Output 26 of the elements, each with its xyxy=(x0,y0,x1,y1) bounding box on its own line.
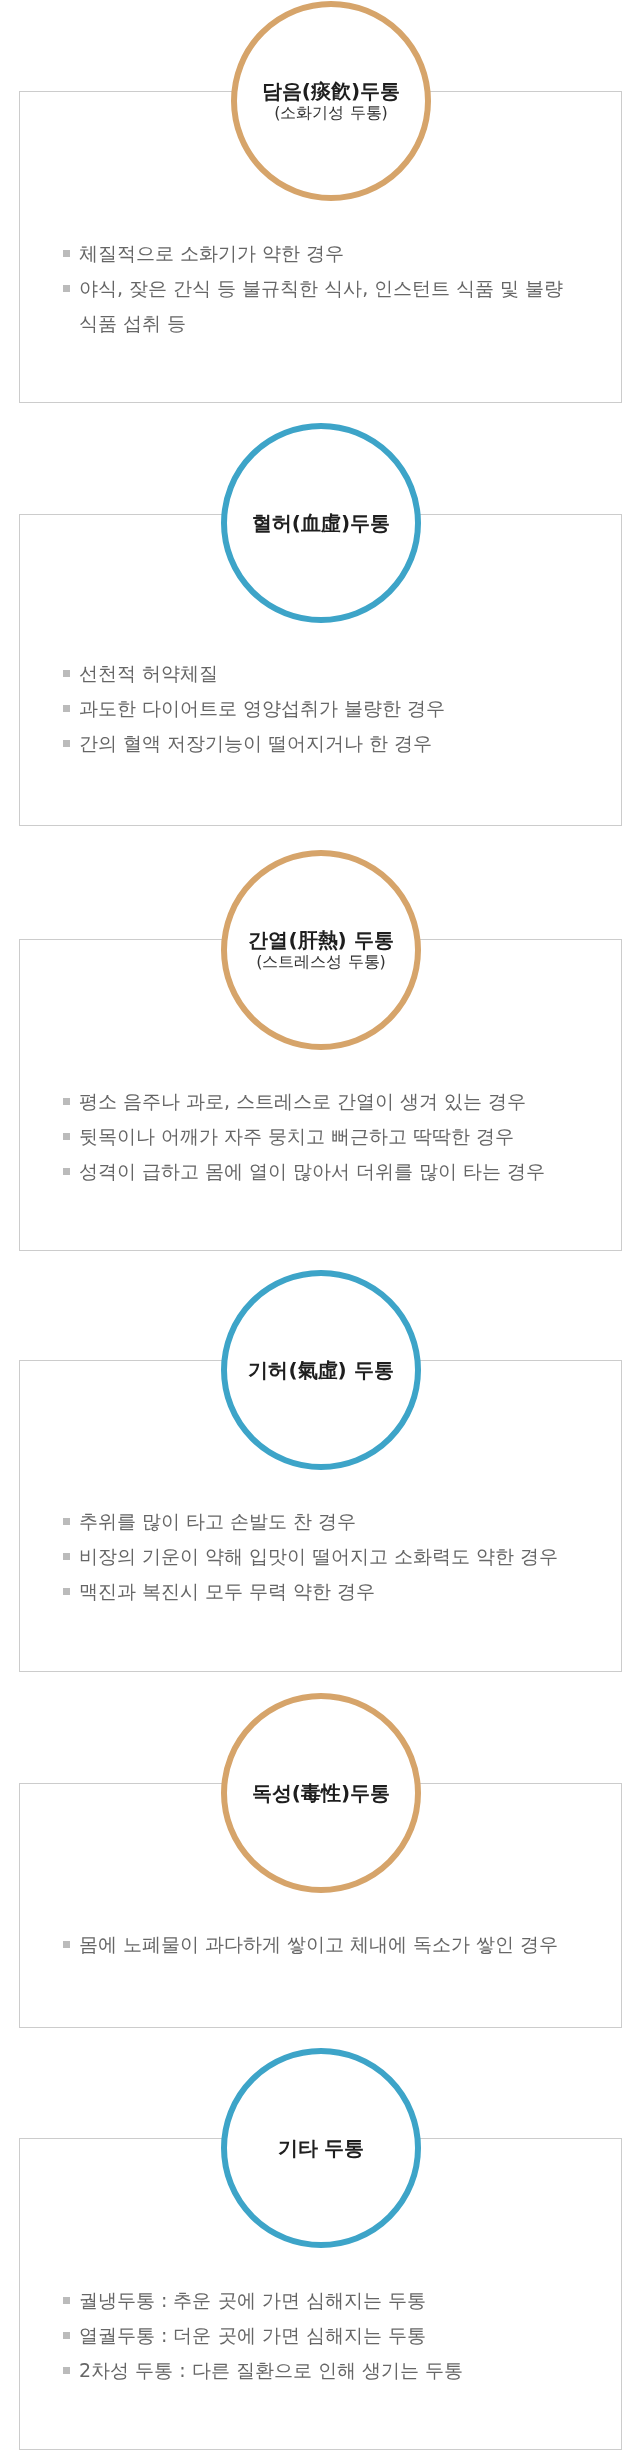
list-item-text: 선천적 허약체질 xyxy=(79,662,219,684)
info-card xyxy=(19,2138,622,2450)
list-item-text: 몸에 노폐물이 과다하게 쌓이고 체내에 독소가 쌓인 경우 xyxy=(79,1933,559,1955)
list-item-text: 성격이 급하고 몸에 열이 많아서 더위를 많이 타는 경우 xyxy=(79,1160,546,1182)
info-card xyxy=(19,1360,622,1672)
list-item-text: 간의 혈액 저장기능이 떨어지거나 한 경우 xyxy=(79,732,433,754)
circle-heading: 기타 두통 xyxy=(277,2136,365,2160)
circle-heading: 혈허(血虛)두통 xyxy=(251,511,391,535)
circle-subheading: (스트레스성 두통) xyxy=(256,952,386,972)
list-item-text: 평소 음주나 과로, 스트레스로 간열이 생겨 있는 경우 xyxy=(79,1090,527,1112)
circle-heading: 간열(肝熱) 두통 xyxy=(248,928,394,952)
list-item-text: 비장의 기운이 약해 입맛이 떨어지고 소화력도 약한 경우 xyxy=(79,1545,559,1567)
list-item-text: 궐냉두통 : 추운 곳에 가면 심해지는 두통 xyxy=(79,2289,426,2311)
info-card xyxy=(19,514,622,826)
circle-subheading: (소화기성 두통) xyxy=(274,103,388,123)
list-item-text: 체질적으로 소화기가 약한 경우 xyxy=(79,242,345,264)
circle-heading: 독성(毒性)두통 xyxy=(251,1781,391,1805)
list-item-text: 야식, 잦은 간식 등 불규칙한 식사, 인스턴트 식품 및 불량 식품 섭취 등 xyxy=(79,277,564,334)
list-item-text: 과도한 다이어트로 영양섭취가 불량한 경우 xyxy=(79,697,446,719)
list-item-text: 뒷목이나 어깨가 자주 뭉치고 뻐근하고 딱딱한 경우 xyxy=(79,1125,515,1147)
list-item-text: 추위를 많이 타고 손발도 찬 경우 xyxy=(79,1510,357,1532)
circle-heading: 기허(氣虛) 두통 xyxy=(248,1358,394,1382)
list-item-text: 맥진과 복진시 모두 무력 약한 경우 xyxy=(79,1580,376,1602)
circle-heading: 담음(痰飮)두통 xyxy=(261,79,401,103)
list-item-text: 열궐두통 : 더운 곳에 가면 심해지는 두통 xyxy=(79,2324,426,2346)
list-item-text: 2차성 두통 : 다른 질환으로 인해 생기는 두통 xyxy=(79,2359,463,2381)
